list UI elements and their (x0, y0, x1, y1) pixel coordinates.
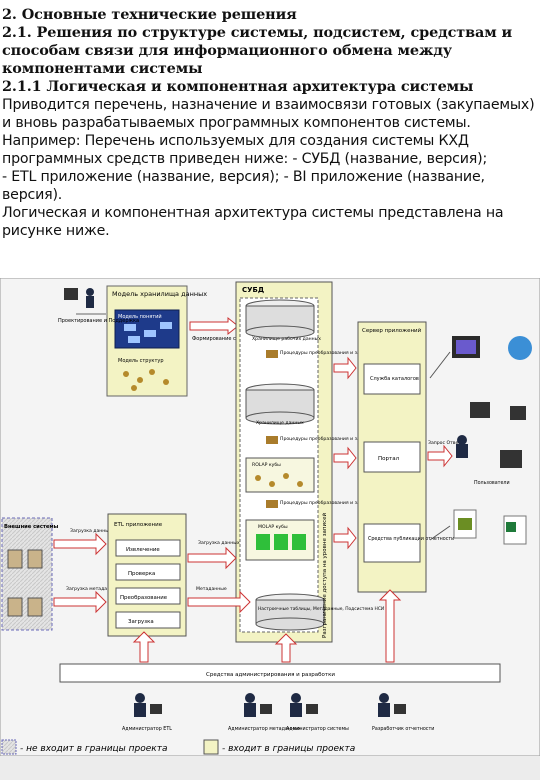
legend-in-label: - входит в границы проекта (222, 744, 355, 754)
heading-2: 2. Основные технические решения (2, 6, 297, 23)
transform-label: Преобразование (120, 595, 168, 601)
model-structures-label: Модель структур (118, 358, 164, 364)
subd-label: СУБД (242, 286, 264, 294)
report-request-label: Запрос Ответ (428, 440, 461, 446)
architecture-diagram: Модель хранилища данных Модель понятий М… (0, 278, 540, 780)
paragraph-purpose: Приводится перечень, назначение и взаимо… (2, 97, 535, 131)
model-block: Модель хранилища данных Модель понятий М… (106, 285, 207, 397)
report-dev-label: Разработчик отчетности (372, 726, 434, 732)
designer-icon (64, 288, 94, 308)
external-systems-label: Внешние системы (4, 524, 59, 530)
admin-etl-label: Администратор ETL (122, 726, 172, 732)
extract-label: Извлечение (126, 547, 160, 553)
work-area-label: Хранилище рабочих данных (252, 336, 321, 342)
legend-out-label: - не входит в границы проекта (20, 744, 168, 754)
model-design-label: Проектирование и Поддержка (58, 318, 139, 324)
users-label: Пользователи (474, 480, 510, 486)
document-text: 2. Основные технические решения 2.1. Реш… (2, 6, 538, 240)
paragraph-example: Например: Перечень используемых для созд… (2, 133, 488, 167)
catalog-service-label: Служба каталогов (370, 376, 419, 382)
admin-tools-label: Средства администрирования и разработки (206, 672, 335, 678)
load-data-label: Загрузка данных (70, 528, 112, 534)
app-server-block: Сервер приложений Служба каталогов Порта… (357, 321, 454, 593)
metadata-arrow-label: Метаданные (196, 586, 227, 592)
app-server-label: Сервер приложений (362, 327, 422, 334)
heading-2-1-1: 2.1.1 Логическая и компонентная архитект… (2, 78, 474, 95)
dwh-label: Хранилище данных (256, 420, 304, 426)
admin-metadata-label: Администратор метаданных (228, 726, 301, 732)
etl-app-label: ETL приложение (114, 522, 163, 528)
load-metadata-label: Загрузка метаданных (66, 586, 120, 592)
portal-label: Портал (378, 456, 400, 462)
admin-tools-bar (59, 663, 501, 683)
model-block-label: Модель хранилища данных (112, 290, 207, 298)
form-structures-label: Формирование структур (192, 336, 257, 342)
data-load-arrow-label: Загрузка данных (198, 540, 240, 546)
external-systems-block: Внешние системы (1, 517, 59, 631)
rolap-label: ROLAP кубы (252, 462, 281, 468)
load-label: Загрузка (128, 619, 154, 625)
workstation-icons (452, 336, 532, 545)
molap-label: MOLAP кубы (258, 524, 288, 530)
paragraph-figure-ref: Логическая и компонентная архитектура си… (2, 205, 504, 239)
transform-1-label: Процедуры преобразования и загрузки (280, 350, 376, 356)
publishing-label: Средства публикации отчетности (368, 536, 454, 542)
heading-2-1: 2.1. Решения по структуре системы, подси… (2, 24, 513, 77)
transform-2-label: Процедуры преобразования и загрузки (280, 436, 376, 442)
legend: - не входит в границы проекта - входит в… (1, 739, 355, 755)
check-label: Проверка (128, 571, 155, 577)
admin-system-label: Администратор системы (286, 726, 349, 732)
admin-icons (134, 693, 406, 717)
model-objects-label: Модель понятий (118, 313, 162, 320)
transform-3-label: Процедуры преобразования и загрузки (280, 500, 376, 506)
access-control-label: Разграничение доступа на уровне записей (321, 512, 328, 638)
paragraph-etl-bi: - ETL приложение (название, версия); - B… (2, 169, 485, 203)
subd-block: СУБД Хранилище рабочих данных Процедуры … (235, 281, 384, 643)
etl-app-block: ETL приложение Извлечение Проверка Преоб… (107, 513, 187, 637)
metadata-store-label: Настроечные таблицы, Метаданные, Подсист… (258, 605, 384, 612)
